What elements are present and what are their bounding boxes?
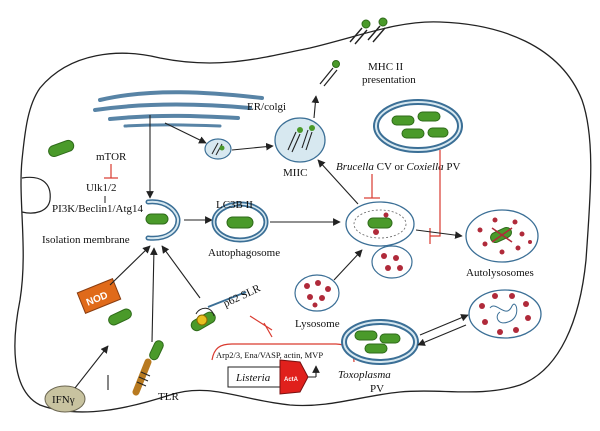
brucella-coxiella-vacuole [373, 99, 463, 153]
p62-bound-bacterium [190, 307, 216, 332]
autolysosomes-label: Autolysosomes [466, 267, 534, 279]
lysosome [294, 274, 340, 312]
cv-or-text: CV or [374, 161, 407, 173]
brucella-coxiella-label: Brucella CV or Coxiella PV [336, 161, 461, 173]
pv-text: PV [444, 161, 461, 173]
tlr-to-isolation-arrow [150, 247, 158, 343]
actin-inhibit-bar [263, 322, 273, 338]
fusion-to-miic-arrow [317, 159, 359, 205]
tlr-label: TLR [158, 391, 179, 403]
er-golgi [93, 90, 264, 128]
isolation-membrane [145, 199, 181, 241]
mhc-label-2: presentation [362, 74, 416, 86]
isolation-label: Isolation membrane [42, 234, 130, 246]
ifn-arrow [74, 345, 109, 389]
listeria [227, 359, 320, 395]
ulk-label: Ulk1/2 [86, 182, 117, 194]
toxoplasma-pv-label: PV [370, 383, 384, 395]
fusing-lysosome [371, 245, 413, 279]
transport-vesicle-contents [211, 142, 225, 156]
autophagosome [211, 201, 269, 243]
nod-to-isolation-arrow [109, 245, 151, 286]
autophagosome-label: Autophagosome [208, 247, 280, 259]
miic-label: MIIC [283, 167, 307, 179]
toxo-to-degraded-arrow [419, 314, 469, 336]
lysosome-label: Lysosome [295, 318, 340, 330]
mhc-receptors [349, 17, 388, 45]
nod-box [76, 278, 122, 314]
actin-inhibits-p62 [249, 315, 273, 331]
mhc-transport-vesicle [319, 60, 340, 87]
degraded-to-toxo-arrow [417, 324, 467, 346]
autolysosome [465, 209, 539, 263]
pi3k-label: PI3K/Beclin1/Atg14 [52, 203, 144, 215]
tlr-receptor [132, 340, 164, 396]
p62-label: p62 SLR [222, 282, 263, 310]
cell-membrane [14, 21, 592, 413]
listeria-label: Listeria [235, 372, 271, 384]
fusion-to-autolysosome-arrow [415, 229, 463, 239]
miic-to-surface-arrow [311, 95, 320, 119]
p62-link [207, 291, 247, 308]
p62-to-isolation-arrow [161, 245, 201, 299]
ifn-ellipse [44, 385, 86, 413]
membrane-invagination [21, 176, 51, 214]
toxoplasma-autolysosome [468, 289, 542, 339]
transport-vesicle [204, 138, 232, 160]
lc3b-label: LC3B II [216, 199, 253, 211]
mhc-label-1: MHC II [368, 61, 403, 73]
brucella-name: Brucella [336, 161, 374, 173]
miic-contents [287, 125, 315, 153]
ifn-label: IFNγ [52, 394, 75, 406]
acta-label: ActA [284, 377, 299, 383]
fusion-compartment [345, 201, 415, 247]
toxoplasma-vacuole [341, 319, 419, 365]
vesicle-to-miic-arrow [231, 142, 274, 151]
coxiella-inhibit-path [430, 150, 441, 237]
mtor-label: mTOR [96, 151, 127, 163]
arp-label: Arp2/3, Ena/VASP, actin, MVP [216, 350, 323, 360]
er-to-vesicle-arrow [164, 122, 207, 144]
nod-bacterium [108, 308, 132, 326]
lysosome-to-fusion-arrow [333, 249, 363, 281]
er-golgi-label: ER/colgi [247, 101, 286, 113]
toxoplasma-label: Toxoplasma [338, 369, 391, 381]
cytosolic-bacterium [48, 139, 75, 158]
miic-compartment [274, 117, 326, 163]
coxiella-name: Coxiella [406, 161, 444, 173]
